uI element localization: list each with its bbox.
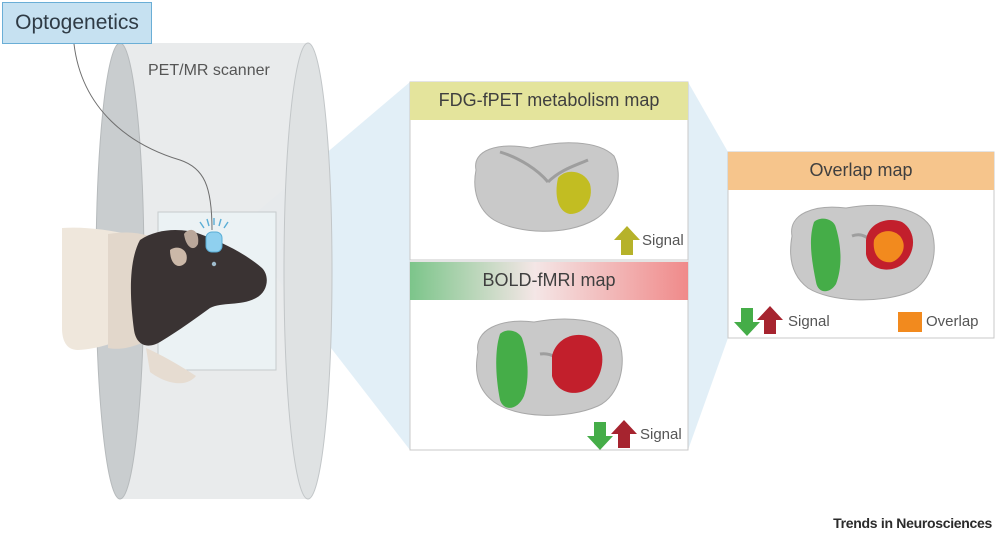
signal-up-arrow-icon	[614, 226, 640, 255]
scanner-label: PET/MR scanner	[148, 62, 270, 79]
overlap-legend-label: Overlap	[926, 313, 979, 330]
fpet-activation	[556, 171, 591, 214]
fmri-increase-region	[552, 334, 603, 393]
signal-up-arrow-icon	[611, 420, 637, 448]
fpet-brain-slice	[474, 142, 619, 232]
signal-up-arrow-icon	[757, 306, 783, 334]
overlap-panel-title: Overlap map	[809, 160, 913, 180]
overlap-decrease-region	[810, 218, 841, 292]
zoom-wedge-right	[688, 82, 728, 450]
signal-down-arrow-icon	[587, 422, 613, 450]
rat-illustration	[62, 218, 267, 384]
overlap-signal-label: Signal	[788, 313, 830, 330]
overlap-region	[873, 231, 904, 263]
overlap-panel	[727, 151, 995, 339]
fmri-panel	[409, 261, 689, 451]
signal-down-arrow-icon	[734, 308, 760, 336]
journal-credit: Trends in Neurosciences	[833, 515, 992, 531]
optic-fiber	[73, 43, 213, 231]
fmri-signal-label: Signal	[640, 426, 682, 443]
fpet-panel-title: FDG-fPET metabolism map	[438, 90, 660, 110]
overlap-legend-swatch	[898, 312, 922, 332]
fpet-panel	[409, 81, 689, 261]
overlap-header-band	[728, 152, 994, 190]
fmri-panel-title: BOLD-fMRI map	[482, 270, 616, 290]
fpet-signal-label: Signal	[642, 232, 684, 249]
fmri-decrease-region	[496, 330, 528, 408]
fpet-header-band	[410, 82, 688, 120]
optogenetics-label: Optogenetics	[2, 2, 152, 44]
fmri-header-band	[410, 262, 688, 300]
